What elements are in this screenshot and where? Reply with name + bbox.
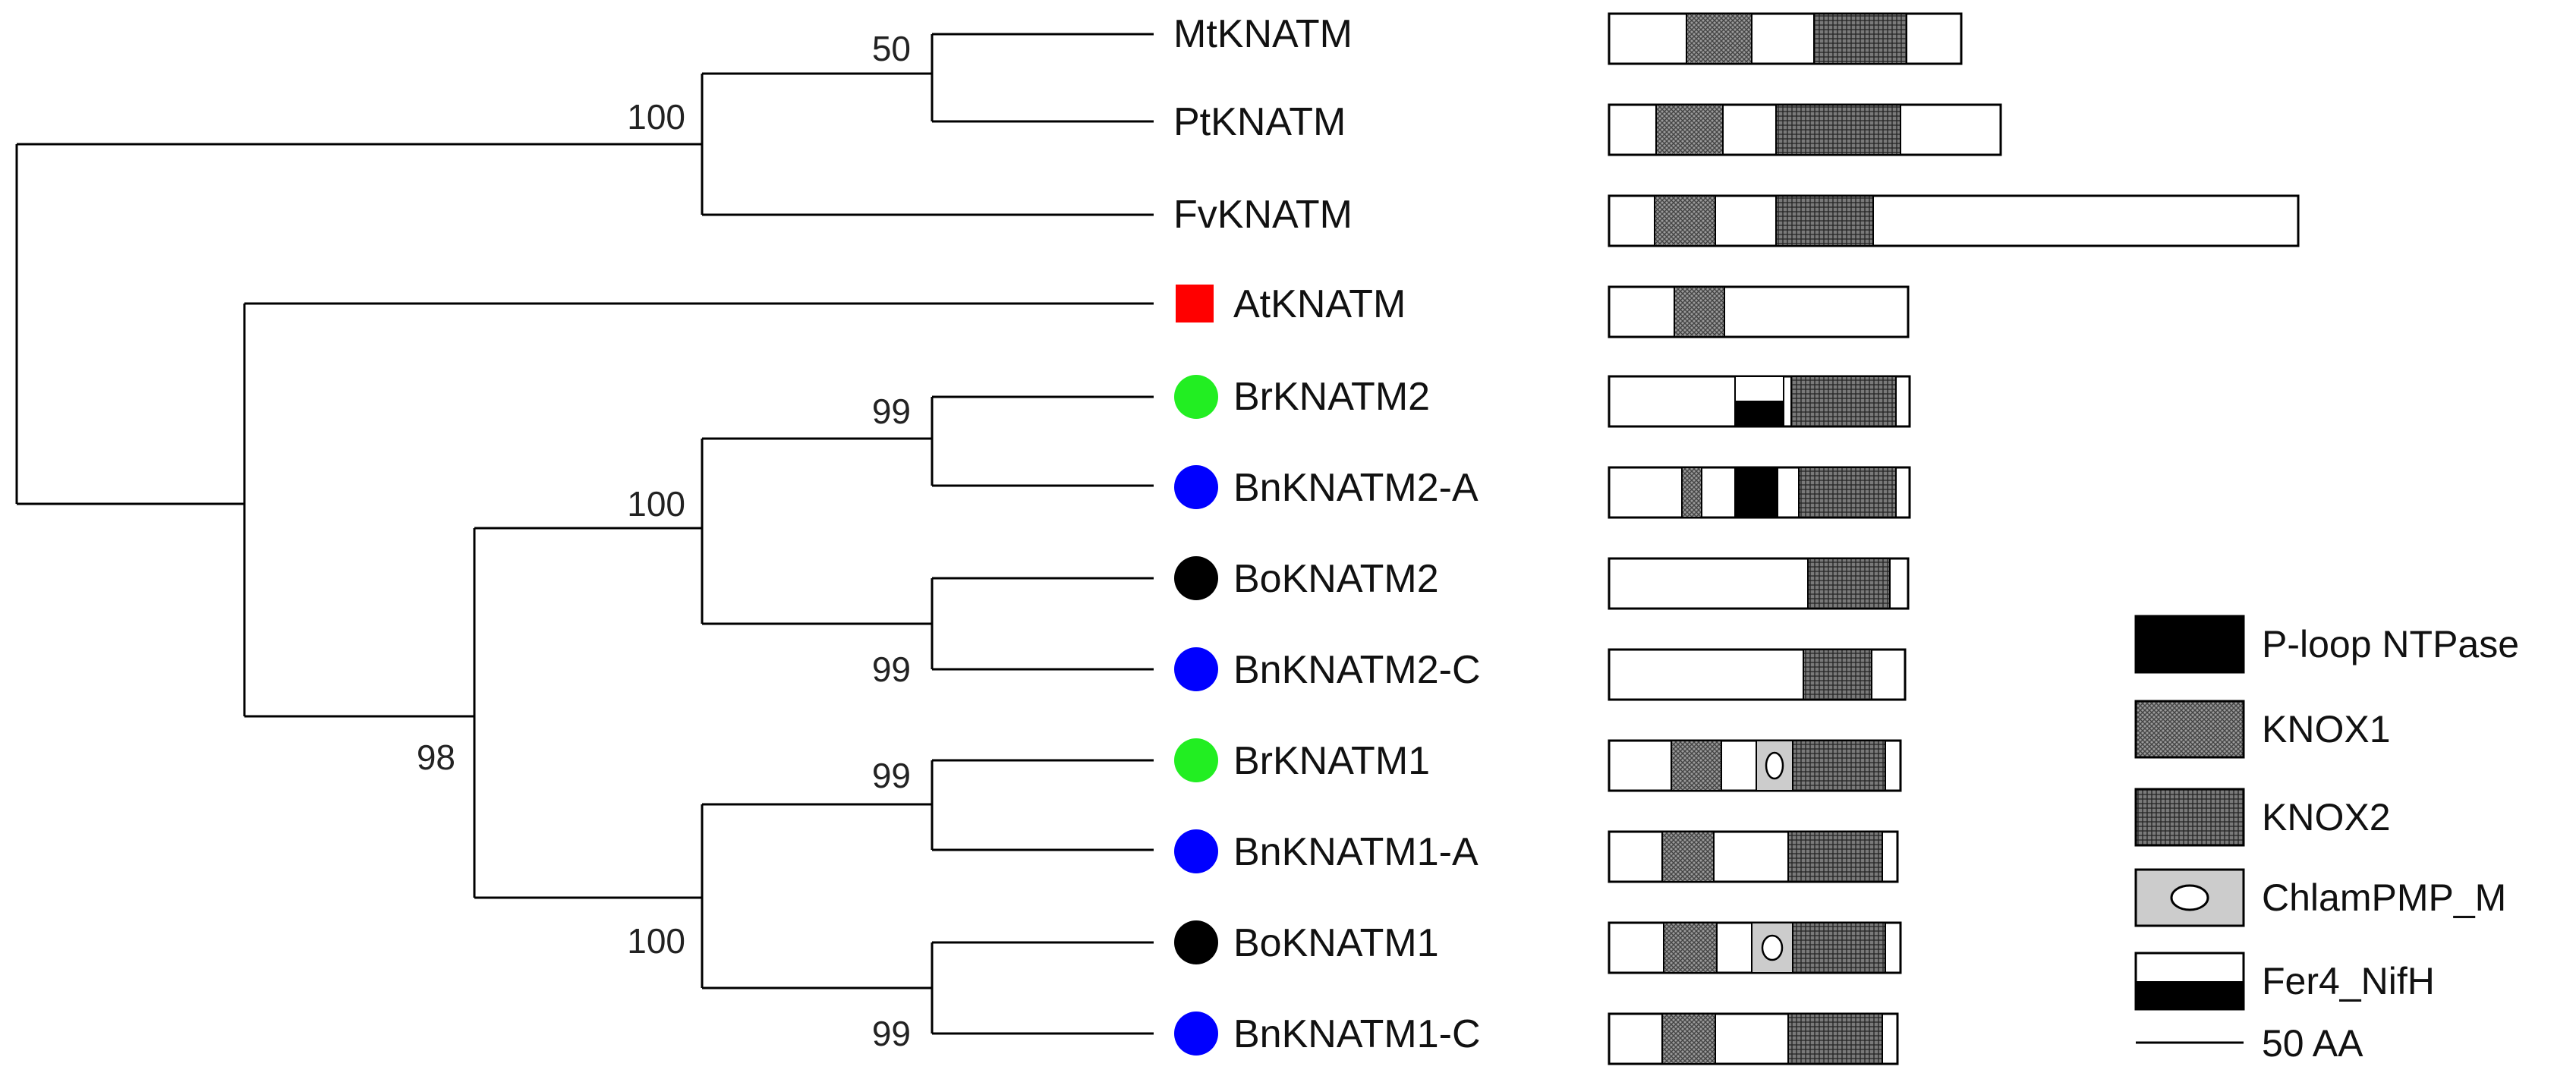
protein-mtknatm — [1608, 12, 1963, 65]
scale-bar: 50 AA — [2136, 1022, 2363, 1065]
bo-marker-circle — [1174, 556, 1218, 600]
knox1-domain — [1674, 286, 1725, 338]
legend-fer4-nifh: Fer4_NifH — [2134, 952, 2435, 1011]
protein-fvknatm — [1608, 194, 2300, 247]
bn-marker-circle — [1174, 465, 1218, 509]
legend-swatch-p-loop-ntpase — [2134, 615, 2245, 674]
knox2-domain — [1775, 104, 1901, 156]
branch-brassica-stem — [244, 528, 476, 898]
bootstrap-knatm2: 100 — [627, 484, 685, 524]
taxon-label: BrKNATM2 — [1233, 375, 1430, 419]
bootstrap-values: 50 100 99 100 99 98 99 100 99 — [417, 29, 911, 1053]
legend-swatch-knox1 — [2134, 700, 2245, 759]
knox1-domain — [1663, 922, 1718, 974]
knox2-domain — [1803, 649, 1872, 700]
knox2-domain — [1787, 1013, 1883, 1065]
bootstrap-brassica: 98 — [417, 738, 455, 777]
bootstrap-br1-bn1a: 99 — [872, 756, 911, 795]
protein-boknatm1 — [1608, 921, 1902, 974]
knox1-domain — [1655, 104, 1724, 156]
protein-bnknatm2-a — [1608, 466, 1911, 519]
branch-bo2-bn2c — [702, 578, 934, 669]
legend-knox2: KNOX2 — [2134, 788, 2391, 847]
knox2-domain — [1775, 195, 1874, 247]
branch-br2-bn2a — [702, 397, 934, 486]
legend-swatch-knox2 — [2134, 788, 2245, 847]
oval-icon — [2170, 884, 2209, 911]
knox1-domain — [1686, 13, 1752, 64]
bootstrap-bo1-bn1c: 99 — [872, 1014, 911, 1053]
chlampmp-m-domain — [1751, 922, 1793, 974]
legend-p-loop-ntpase: P-loop NTPase — [2134, 615, 2519, 674]
br-marker-circle — [1174, 375, 1218, 419]
legend-label: Fer4_NifH — [2262, 960, 2435, 1002]
knox2-domain — [1792, 922, 1886, 974]
branch-knatm2 — [474, 439, 704, 624]
protein-bnknatm1-a — [1608, 830, 1899, 883]
bn-marker-circle — [1174, 647, 1218, 691]
legend-label: P-loop NTPase — [2262, 623, 2519, 665]
knox2-domain — [1787, 831, 1883, 883]
bootstrap-bo2-bn2c: 99 — [872, 650, 911, 689]
bootstrap-br2-bn2a: 99 — [872, 392, 911, 431]
branch-mt-pt — [702, 34, 934, 121]
taxon-label: FvKNATM — [1173, 193, 1353, 237]
taxon-markers — [1174, 285, 1218, 1056]
domain-architectures — [1608, 12, 2300, 1065]
taxon-label: BnKNATM2-C — [1233, 648, 1481, 692]
legend-label: KNOX2 — [2262, 796, 2391, 838]
knox1-domain — [1681, 467, 1702, 518]
bn-marker-circle — [1174, 829, 1218, 873]
scale-bar-label: 50 AA — [2262, 1022, 2363, 1065]
taxon-label: BrKNATM1 — [1233, 739, 1430, 783]
protein-bnknatm1-c — [1608, 1012, 1899, 1065]
protein-atknatm — [1608, 285, 1910, 338]
protein-brknatm1 — [1608, 739, 1902, 792]
knox1-domain — [1654, 195, 1716, 247]
bootstrap-mt-pt-fv: 100 — [627, 97, 685, 137]
protein-bnknatm2-c — [1608, 648, 1907, 701]
p-loop-ntpase-domain — [1734, 467, 1778, 518]
taxon-label: MtKNATM — [1173, 12, 1353, 56]
legend-label: KNOX1 — [2262, 708, 2391, 750]
legend-knox1: KNOX1 — [2134, 700, 2391, 759]
branch-knatm1 — [474, 804, 704, 988]
knox1-domain — [1661, 831, 1715, 883]
domain-legend: P-loop NTPase KNOX1 KNOX2 ChlamPMP_M Fer… — [2134, 615, 2519, 1065]
chlampmp-m-domain — [1756, 740, 1793, 791]
fer4-nifh-domain — [1734, 376, 1784, 427]
taxon-labels: MtKNATM PtKNATM FvKNATM AtKNATM BrKNATM2… — [1173, 12, 1481, 1056]
protein-ptknatm — [1608, 103, 2002, 156]
br-marker-circle — [1174, 738, 1218, 782]
taxon-label: AtKNATM — [1233, 282, 1406, 326]
knox2-domain — [1807, 558, 1891, 609]
bo-marker-circle — [1174, 920, 1218, 964]
taxon-label: BnKNATM2-A — [1233, 466, 1479, 510]
branch-root — [15, 143, 244, 505]
branch-bo1-bn1c — [702, 942, 934, 1034]
taxon-label: BoKNATM1 — [1233, 921, 1439, 965]
knox2-domain — [1792, 740, 1886, 791]
protein-boknatm2 — [1608, 557, 1910, 610]
tree-branches — [15, 33, 1154, 1035]
legend-chlampmp-m: ChlamPMP_M — [2134, 868, 2506, 927]
at-marker-square — [1176, 285, 1214, 322]
taxon-label: PtKNATM — [1173, 100, 1346, 144]
legend-label: ChlamPMP_M — [2262, 876, 2506, 919]
taxon-label: BnKNATM1-C — [1233, 1012, 1481, 1056]
bootstrap-mt-pt: 50 — [872, 29, 911, 68]
knox1-domain — [1671, 740, 1722, 791]
taxon-label: BoKNATM2 — [1233, 557, 1439, 601]
knox2-domain — [1813, 13, 1907, 64]
bn-marker-circle — [1174, 1012, 1218, 1056]
branch-br1-bn1a — [702, 760, 934, 850]
knox2-domain — [1798, 467, 1897, 518]
taxon-label: BnKNATM1-A — [1233, 830, 1479, 874]
protein-brknatm2 — [1608, 375, 1911, 428]
knox2-domain — [1790, 376, 1897, 427]
knox1-domain — [1661, 1013, 1716, 1065]
bootstrap-knatm1: 100 — [627, 921, 685, 961]
